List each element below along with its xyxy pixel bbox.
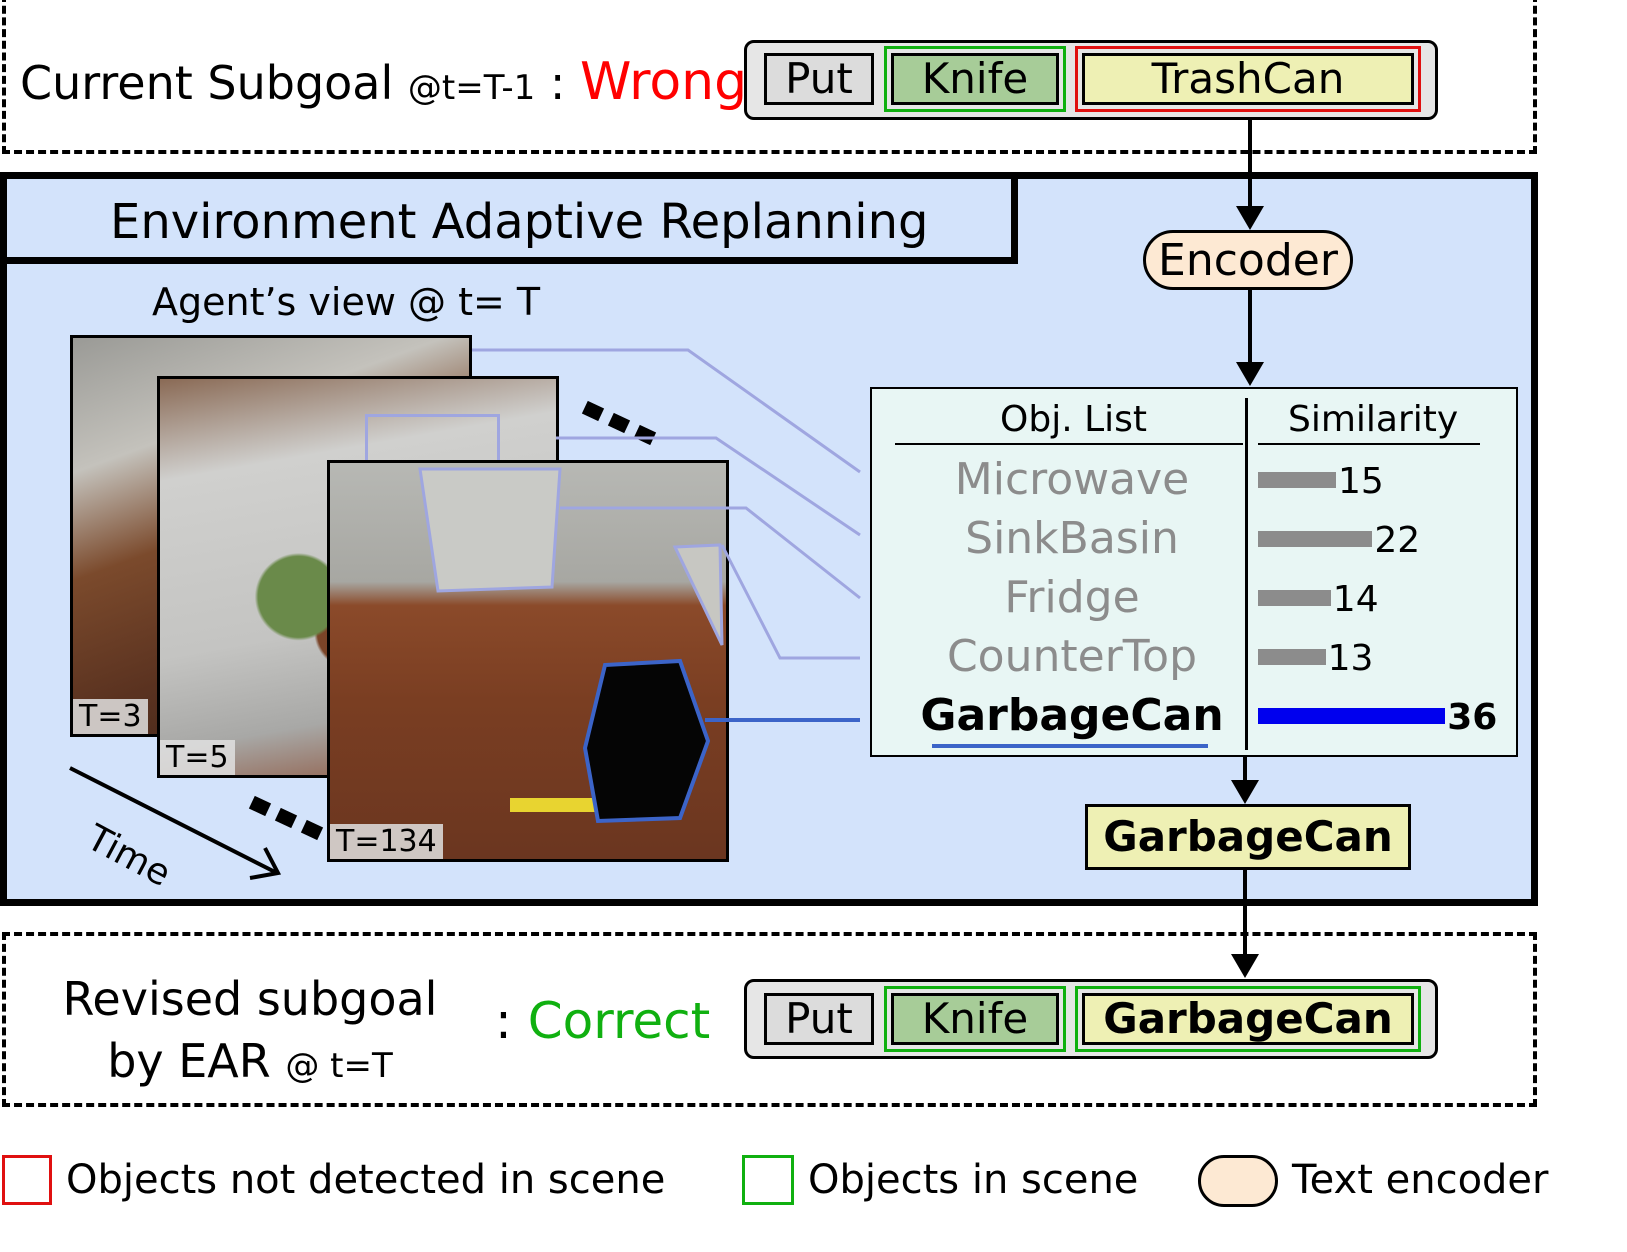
ear-title: Environment Adaptive Replanning <box>110 194 929 250</box>
current-subgoal-label: Current Subgoal @t=T-1 : Wrong <box>20 56 747 108</box>
ear-output-label: GarbageCan <box>1103 812 1393 861</box>
frame-t134: T=134 <box>327 460 729 862</box>
ear-output-token: GarbageCan <box>1085 804 1411 870</box>
revised-subgoal-separator: : <box>495 992 512 1050</box>
ear-title-box <box>0 172 1018 264</box>
token-put: Put <box>764 53 874 105</box>
similarity-value-4: 36 <box>1447 697 1498 738</box>
similarity-bar-3 <box>1258 649 1326 665</box>
similarity-bar-1 <box>1258 531 1373 547</box>
frame-t134-label: T=134 <box>330 823 443 859</box>
legend-swatch-red <box>2 1155 52 1205</box>
object-name-4: GarbageCan <box>920 690 1224 741</box>
token-put-revised: Put <box>764 993 874 1045</box>
revised-subgoal-panel <box>2 932 1537 1107</box>
token-knife-revised: Knife <box>891 993 1059 1045</box>
object-name-3: CounterTop <box>946 631 1198 682</box>
current-subgoal-title: Current Subgoal <box>20 56 394 110</box>
legend-label-red: Objects not detected in scene <box>66 1157 666 1203</box>
revised-subgoal-time: @ t=T <box>285 1046 393 1086</box>
legend-swatch-encoder <box>1198 1155 1278 1207</box>
column-header-similarity: Similarity <box>1288 399 1459 440</box>
legend-swatch-green <box>742 1155 794 1205</box>
revised-subgoal-line2-wrap: by EAR @ t=T <box>40 1030 460 1097</box>
time-arrow <box>69 766 282 880</box>
similarity-bar-0 <box>1258 472 1336 488</box>
column-header-similarity-rule <box>1258 443 1480 445</box>
object-similarity-table <box>870 387 1518 757</box>
not-detected-ring-trashcan <box>1075 46 1421 112</box>
frame-t3-label: T=3 <box>73 698 148 734</box>
similarity-bar-2 <box>1258 590 1331 606</box>
similarity-value-2: 14 <box>1332 579 1379 620</box>
token-trashcan: TrashCan <box>1082 53 1414 105</box>
more-frames-dots-lower <box>248 795 324 841</box>
frame-t5-label: T=5 <box>160 739 235 775</box>
in-scene-ring-knife <box>884 46 1066 112</box>
similarity-value-3: 13 <box>1327 638 1374 679</box>
encoder-block: Encoder <box>1143 230 1353 290</box>
revised-subgoal-status-wrap: : Correct <box>495 996 710 1046</box>
revised-subgoal-label: Revised subgoal by EAR @ t=T <box>40 968 460 1097</box>
similarity-bar-4 <box>1258 708 1446 724</box>
similarity-value-0: 15 <box>1338 461 1384 502</box>
column-header-objects-rule <box>895 443 1243 445</box>
object-name-0: Microwave <box>954 454 1190 505</box>
revised-subgoal-line2: by EAR <box>107 1034 271 1088</box>
object-name-1: SinkBasin <box>965 513 1179 564</box>
object-name-2: Fridge <box>1004 572 1140 623</box>
revised-subgoal-status: Correct <box>527 992 711 1050</box>
current-subgoal-status: Wrong <box>580 52 748 112</box>
current-subgoal-separator: : <box>549 56 566 110</box>
current-subgoal-panel <box>2 0 1537 154</box>
current-subgoal-time: @t=T-1 <box>407 68 536 108</box>
token-knife: Knife <box>891 53 1059 105</box>
in-scene-ring-knife-revised <box>884 986 1066 1052</box>
token-garbagecan-revised: GarbageCan <box>1082 993 1414 1045</box>
legend-label-green: Objects in scene <box>808 1157 1139 1203</box>
selected-object-underline <box>932 744 1208 748</box>
encoder-label: Encoder <box>1158 234 1338 286</box>
column-header-objects: Obj. List <box>1000 399 1148 440</box>
frame-t134-overlay <box>418 467 724 824</box>
more-frames-dots-upper <box>581 400 657 446</box>
agent-view-label: Agent’s view @ t= T <box>152 280 541 324</box>
similarity-value-1: 22 <box>1374 520 1421 561</box>
legend-label-encoder: Text encoder <box>1292 1157 1549 1203</box>
revised-subgoal-line1: Revised subgoal <box>62 972 438 1026</box>
table-column-divider <box>1245 398 1248 750</box>
in-scene-ring-garbagecan-revised <box>1075 986 1421 1052</box>
